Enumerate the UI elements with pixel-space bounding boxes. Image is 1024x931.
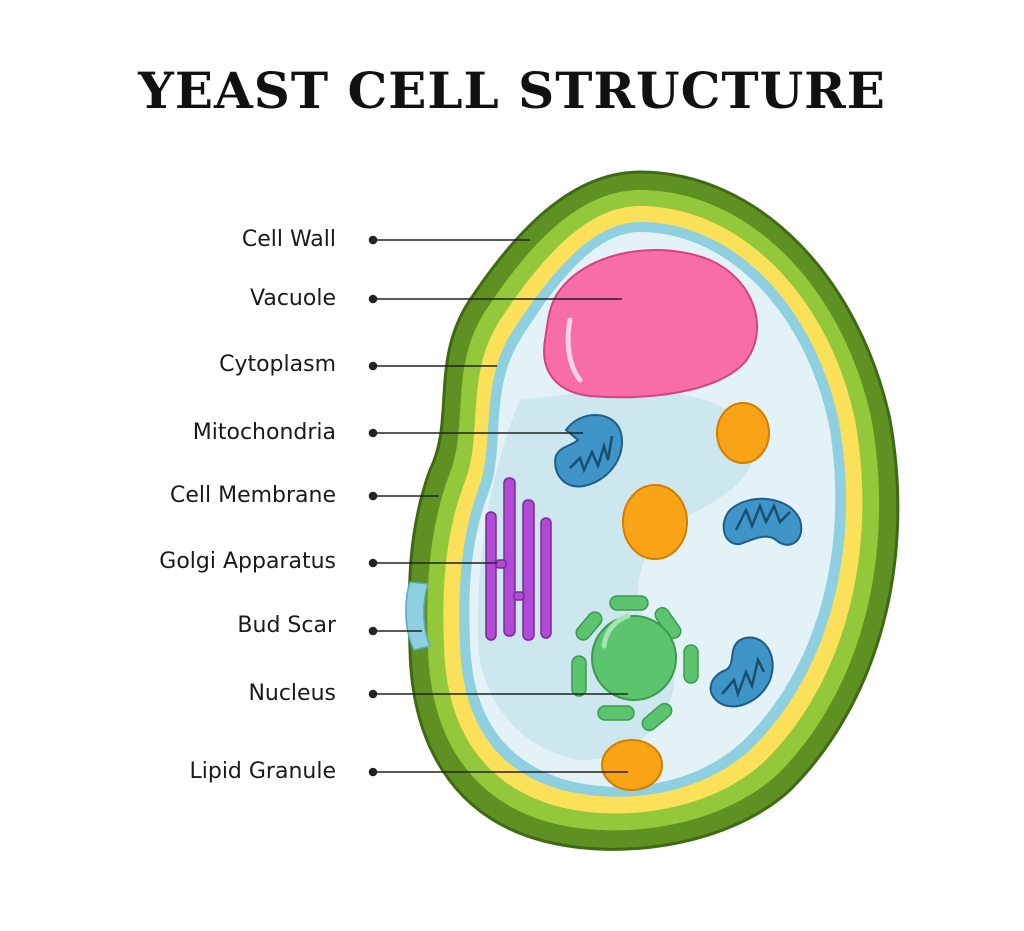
label-nucleus: Nucleus	[248, 681, 336, 706]
label-vacuole: Vacuole	[250, 286, 336, 311]
golgi-apparatus-shape	[485, 477, 552, 641]
vacuole-shape	[543, 249, 759, 399]
label-cell-wall: Cell Wall	[241, 227, 336, 252]
lipid-granule-2	[622, 484, 688, 560]
page-title: YEAST CELL STRUCTURE	[138, 61, 886, 120]
cytoplasm-dark-region	[477, 391, 754, 760]
label-golgi-apparatus: Golgi Apparatus	[159, 549, 336, 574]
label-mitochondria: Mitochondria	[192, 420, 336, 445]
label-cytoplasm: Cytoplasm	[219, 352, 336, 377]
vacuole-highlight	[565, 317, 583, 383]
mitochondrion-3	[709, 636, 774, 708]
mitochondrion-2	[722, 497, 803, 546]
nucleus-shape	[571, 595, 699, 732]
label-cell-membrane: Cell Membrane	[169, 483, 336, 508]
leader-lines	[368, 235, 628, 777]
bud-scar-shape	[405, 581, 432, 651]
lipid-granule-3	[601, 739, 663, 791]
label-bud-scar: Bud Scar	[237, 613, 336, 638]
label-lipid-granule: Lipid Granule	[189, 759, 336, 784]
lipid-granule-1	[716, 402, 770, 464]
